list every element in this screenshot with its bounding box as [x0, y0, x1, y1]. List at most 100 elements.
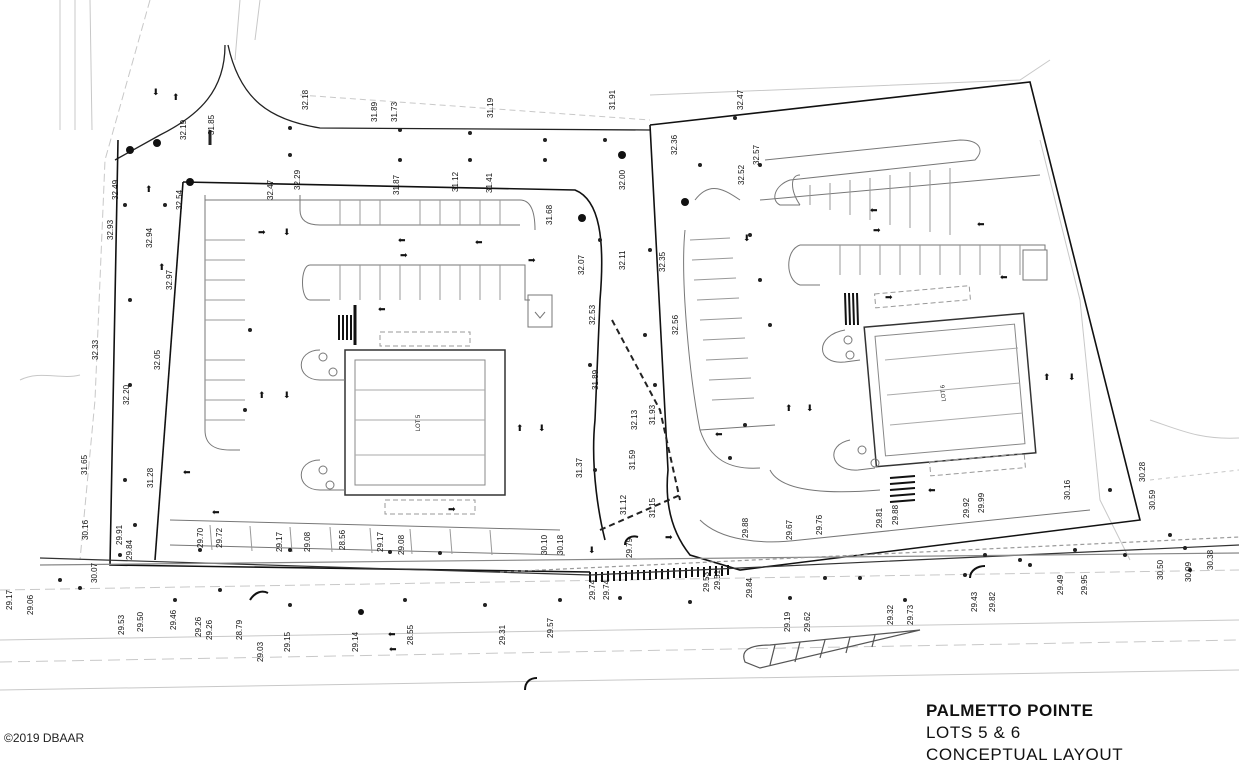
elevation-label: 32.19: [179, 119, 188, 140]
svg-text:⬇: ⬇: [152, 87, 160, 97]
svg-text:⬆: ⬆: [145, 184, 153, 194]
elevation-label: 29.62: [803, 611, 812, 632]
elevation-label: 32.57: [752, 144, 761, 165]
elevation-label: 29.73: [906, 604, 915, 625]
elevation-label: 29.72: [215, 527, 224, 548]
elevation-label: 32.56: [671, 314, 680, 335]
project-title: PALMETTO POINTE: [926, 701, 1094, 720]
elevation-label: 32.00: [618, 169, 627, 190]
survey-points: [58, 116, 1192, 607]
elevation-label: 28.56: [338, 529, 347, 550]
svg-text:⬆: ⬆: [172, 92, 180, 102]
elevation-label: 31.87: [392, 174, 401, 195]
elevation-label: 29.57: [546, 617, 555, 638]
elevation-label: 32.93: [106, 219, 115, 240]
elevation-label: 31.59: [628, 449, 637, 470]
elevation-label: 29.08: [397, 534, 406, 555]
svg-text:⬅: ⬅: [398, 235, 406, 245]
elevation-label: 29.51: [713, 569, 722, 590]
svg-text:⬅: ⬅: [715, 429, 723, 439]
elevation-label: 32.29: [293, 169, 302, 190]
elevation-label: 29.92: [962, 497, 971, 518]
elevation-label: 29.31: [498, 624, 507, 645]
svg-text:⬇: ⬇: [283, 390, 291, 400]
elevation-label: 31.91: [608, 89, 617, 110]
elevation-label: 28.55: [406, 624, 415, 645]
elevation-label: 29.76: [815, 514, 824, 535]
elevation-label: 29.70: [196, 527, 205, 548]
elevation-label: 31.28: [146, 467, 155, 488]
elevation-label: 32.13: [630, 409, 639, 430]
elevation-label: 30.28: [1138, 461, 1147, 482]
elevation-label: 32.05: [153, 349, 162, 370]
elevation-label: 32.35: [658, 251, 667, 272]
svg-text:➡: ➡: [873, 225, 881, 235]
elevation-label: 31.12: [619, 494, 628, 515]
crosswalk: [589, 565, 729, 582]
lot-connector: [599, 319, 681, 531]
svg-text:➡: ➡: [665, 532, 673, 542]
elevation-label: 29.99: [977, 492, 986, 513]
elevation-label: 32.53: [588, 304, 597, 325]
elevation-label: 30.50: [1156, 559, 1165, 580]
elevation-label: 31.15: [648, 497, 657, 518]
svg-text:⬅: ⬅: [977, 219, 985, 229]
elevation-label: 29.84: [745, 577, 754, 598]
elevation-label: 29.14: [351, 631, 360, 652]
elevation-label: 29.91: [115, 524, 124, 545]
elevation-label: 30.59: [1148, 489, 1157, 510]
elevation-label: 32.20: [122, 384, 131, 405]
svg-text:⬇: ⬇: [743, 233, 751, 243]
svg-text:⬅: ⬅: [1000, 272, 1008, 282]
elevation-label: 29.06: [26, 594, 35, 615]
elevation-label: 30.16: [81, 519, 90, 540]
elevation-label: 29.67: [785, 519, 794, 540]
entrance-road: [114, 44, 651, 161]
elevation-label: 32.52: [737, 164, 746, 185]
elevation-label: 29.03: [256, 641, 265, 662]
svg-text:⬆: ⬆: [1043, 372, 1051, 382]
lot-5-parking: [169, 195, 566, 556]
svg-text:⬆: ⬆: [516, 423, 524, 433]
elevation-label: 32.97: [165, 269, 174, 290]
elevation-label: 29.46: [169, 609, 178, 630]
elevation-label: 31.19: [486, 97, 495, 118]
svg-text:⬅: ⬅: [928, 485, 936, 495]
elevation-label: 28.79: [235, 619, 244, 640]
elevation-label: 31.12: [451, 171, 460, 192]
svg-text:➡: ➡: [448, 504, 456, 514]
elevation-label: 29.08: [303, 531, 312, 552]
elevation-label: 29.88: [741, 517, 750, 538]
svg-text:⬇: ⬇: [806, 403, 814, 413]
svg-text:⬆: ⬆: [158, 262, 166, 272]
elevation-label: 31.41: [485, 172, 494, 193]
lot-5-boundary: [109, 139, 606, 573]
elevation-label: 30.07: [90, 562, 99, 583]
elevation-label: 32.49: [111, 179, 120, 200]
svg-text:⬅: ⬅: [378, 304, 386, 314]
copyright-watermark: ©2019 DBAAR: [4, 731, 85, 745]
elevation-label: 32.11: [618, 250, 627, 270]
street-frontage: [39, 536, 1239, 576]
svg-text:⬇: ⬇: [1068, 372, 1076, 382]
elevation-label: 30.18: [556, 534, 565, 555]
svg-text:⬅: ⬅: [212, 507, 220, 517]
elevation-label: 29.26: [194, 616, 203, 637]
lot-5-label: LOT 5: [416, 414, 422, 431]
elevation-label: 29.26: [205, 619, 214, 640]
elevation-label: 31.85: [207, 114, 216, 135]
median-island: [743, 629, 921, 669]
elevation-label: 29.84: [125, 539, 134, 560]
elevation-label: 32.36: [670, 134, 679, 155]
elevation-label: 29.15: [283, 631, 292, 652]
elevation-label: 29.74: [588, 579, 597, 600]
traffic-arrows: ⬇⬆ ⬆⬆ ➡⬇ ⬅➡ ⬅➡ ⬆⬇ ⬅⬆ ⬇⬅ ➡⬅ ⬇⬅ ➡⬅ ➡⬅ ⬆⬇ ⬆…: [145, 87, 1076, 654]
elevation-label: 29.79: [625, 537, 634, 558]
lot-6-parking: [683, 139, 1091, 543]
elevation-label: 31.37: [575, 457, 584, 478]
elevation-label: 31.68: [545, 204, 554, 225]
svg-text:⬇: ⬇: [588, 545, 596, 555]
turn-arrows: [249, 535, 986, 691]
